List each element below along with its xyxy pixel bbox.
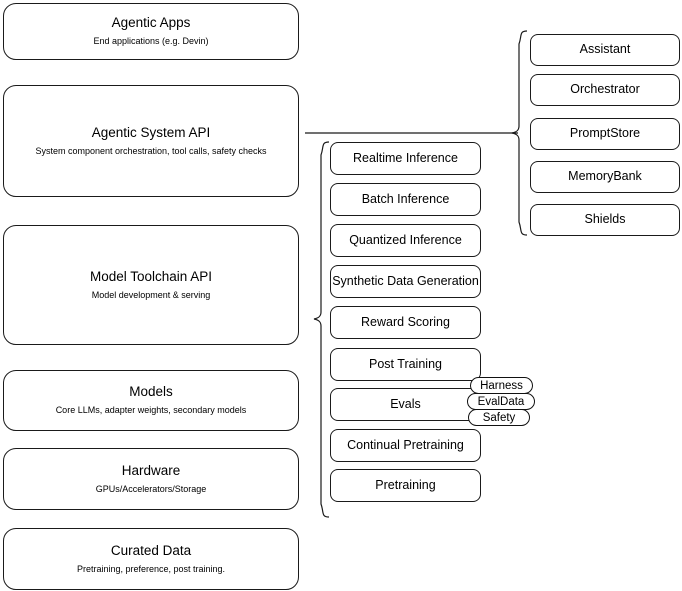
- capability-batch-inference[interactable]: Batch Inference: [330, 183, 481, 216]
- layer-title: Agentic Apps: [111, 15, 191, 31]
- toolchain-capabilities-brace: [313, 141, 330, 518]
- capability-label: Quantized Inference: [349, 232, 462, 247]
- layer-title: Agentic System API: [91, 124, 211, 140]
- layer-subtitle: System component orchestration, tool cal…: [35, 145, 267, 156]
- evals-tag-harness[interactable]: Harness: [470, 377, 533, 394]
- capability-realtime-inference[interactable]: Realtime Inference: [330, 142, 481, 175]
- layer-card-models[interactable]: Models Core LLMs, adapter weights, secon…: [3, 370, 299, 431]
- capability-label: Continual Pretraining: [347, 437, 464, 452]
- evals-tag-label: Harness: [480, 379, 523, 392]
- system-component-memorybank[interactable]: MemoryBank: [530, 161, 680, 193]
- capability-pretraining[interactable]: Pretraining: [330, 469, 481, 502]
- system-component-label: Shields: [584, 212, 626, 227]
- layer-title: Model Toolchain API: [89, 268, 213, 284]
- capability-synthetic-data-generation[interactable]: Synthetic Data Generation: [330, 265, 481, 298]
- system-component-label: Orchestrator: [570, 82, 640, 97]
- capability-label: Evals: [390, 396, 421, 411]
- capability-reward-scoring[interactable]: Reward Scoring: [330, 306, 481, 339]
- system-component-shields[interactable]: Shields: [530, 204, 680, 236]
- capability-quantized-inference[interactable]: Quantized Inference: [330, 224, 481, 257]
- system-components-brace: [511, 30, 528, 236]
- evals-tag-label: Safety: [482, 411, 516, 424]
- layer-subtitle: Pretraining, preference, post training.: [76, 563, 226, 574]
- capability-continual-pretraining[interactable]: Continual Pretraining: [330, 429, 481, 462]
- capability-label: Synthetic Data Generation: [332, 273, 479, 288]
- layer-subtitle: End applications (e.g. Devin): [93, 36, 209, 47]
- capability-label: Pretraining: [375, 477, 436, 492]
- layer-title: Hardware: [121, 462, 181, 478]
- capability-label: Batch Inference: [361, 191, 450, 206]
- system-component-label: MemoryBank: [568, 169, 642, 184]
- system-component-label: PromptStore: [569, 126, 641, 141]
- evals-tag-evaldata[interactable]: EvalData: [467, 393, 535, 410]
- layer-card-hardware[interactable]: Hardware GPUs/Accelerators/Storage: [3, 448, 299, 510]
- layer-subtitle: GPUs/Accelerators/Storage: [95, 483, 207, 494]
- capability-evals[interactable]: Evals: [330, 388, 481, 421]
- system-component-assistant[interactable]: Assistant: [530, 34, 680, 66]
- evals-tag-label: EvalData: [477, 395, 525, 408]
- layer-title: Models: [129, 384, 173, 400]
- system-component-orchestrator[interactable]: Orchestrator: [530, 74, 680, 106]
- layer-card-agentic-system-api[interactable]: Agentic System API System component orch…: [3, 85, 299, 197]
- capability-label: Realtime Inference: [353, 150, 458, 165]
- evals-tag-safety[interactable]: Safety: [468, 409, 530, 426]
- layer-subtitle: Model development & serving: [91, 289, 211, 300]
- capability-post-training[interactable]: Post Training: [330, 348, 481, 381]
- capability-label: Reward Scoring: [361, 314, 450, 329]
- layer-title: Curated Data: [110, 542, 192, 558]
- layer-card-model-toolchain-api[interactable]: Model Toolchain API Model development & …: [3, 225, 299, 345]
- capability-label: Post Training: [369, 356, 442, 371]
- layer-card-agentic-apps[interactable]: Agentic Apps End applications (e.g. Devi…: [3, 3, 299, 60]
- layer-subtitle: Core LLMs, adapter weights, secondary mo…: [55, 405, 247, 416]
- system-component-label: Assistant: [579, 42, 631, 57]
- system-component-promptstore[interactable]: PromptStore: [530, 118, 680, 150]
- layer-card-curated-data[interactable]: Curated Data Pretraining, preference, po…: [3, 528, 299, 590]
